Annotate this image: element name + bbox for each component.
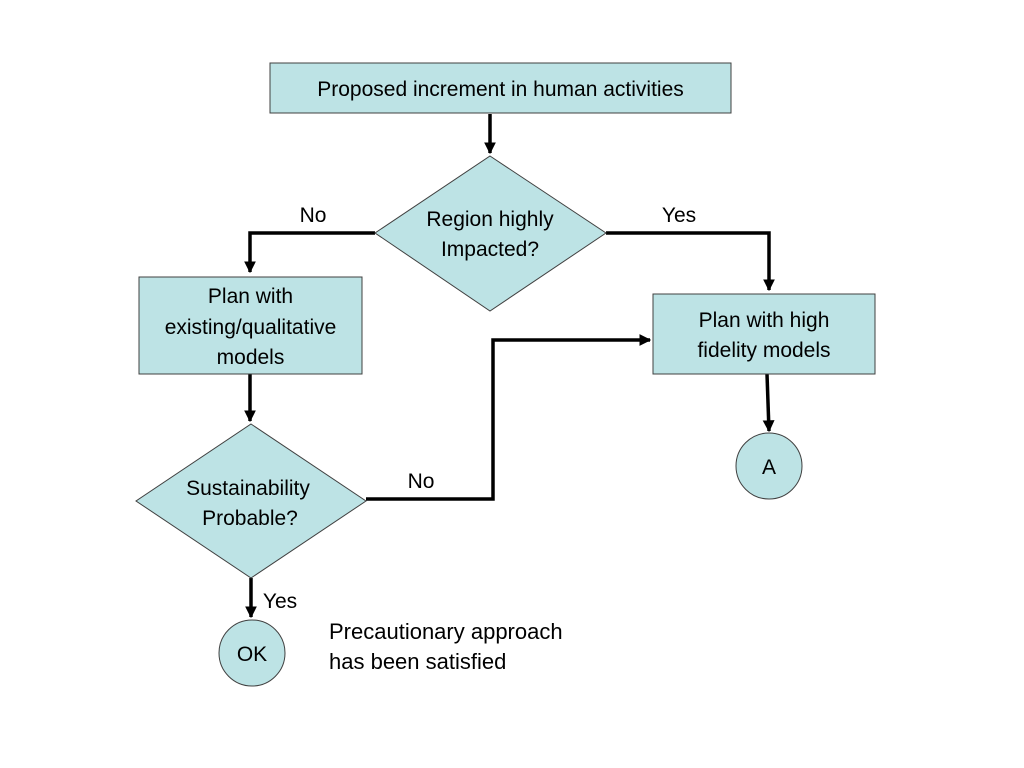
plan-high-line2: fidelity models: [697, 339, 830, 362]
arrow-sustain-no: [366, 334, 652, 501]
decision-region-line2: Impacted?: [441, 238, 539, 261]
plan-high-line1: Plan with high: [699, 309, 830, 332]
plan-existing-line1: Plan with: [208, 285, 293, 308]
arrow-region-no: [244, 231, 375, 274]
start-box-label: Proposed increment in human activities: [317, 78, 684, 101]
connectors: [244, 114, 775, 619]
connector-a-label: A: [762, 456, 776, 479]
decision-region-impacted: Region highly Impacted?: [374, 155, 607, 312]
arrow-region-yes: [606, 231, 775, 292]
edge-label-sustain-no: No: [408, 470, 435, 493]
edge-label-region-no: No: [300, 204, 327, 227]
precaution-note: Precautionary approach has been satisfie…: [329, 619, 563, 674]
edge-label-sustain-yes: Yes: [263, 590, 297, 613]
plan-existing-box: Plan with existing/qualitative models: [138, 276, 363, 375]
decision-sustainability: Sustainability Probable?: [135, 423, 367, 579]
precaution-note-line2: has been satisfied: [329, 649, 506, 674]
decision-sustain-line1: Sustainability: [186, 477, 310, 500]
connector-ok: OK: [218, 619, 286, 687]
plan-existing-line2: existing/qualitative: [165, 316, 337, 339]
decision-region-line1: Region highly: [426, 208, 554, 231]
start-box: Proposed increment in human activities: [269, 62, 732, 114]
decision-sustain-line2: Probable?: [202, 507, 298, 530]
connector-a: A: [735, 432, 803, 500]
edge-label-region-yes: Yes: [662, 204, 696, 227]
plan-high-box: Plan with high fidelity models: [652, 293, 876, 375]
arrow-plan-high-to-a: [762, 373, 775, 433]
plan-existing-line3: models: [217, 346, 285, 369]
precaution-note-line1: Precautionary approach: [329, 619, 563, 644]
connector-ok-label: OK: [237, 643, 267, 666]
